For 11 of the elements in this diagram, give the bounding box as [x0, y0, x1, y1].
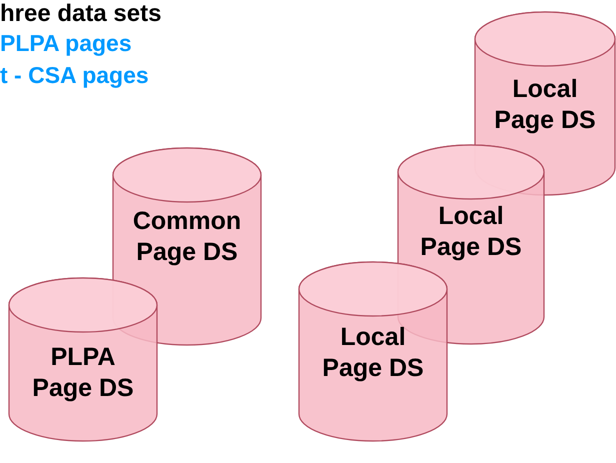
cylinder-label: Local Page DS	[321, 322, 425, 384]
database-cylinder	[112, 148, 262, 346]
cylinder-label: Local Page DS	[493, 74, 597, 136]
heading-text: hree data sets	[0, 0, 162, 28]
database-cylinder	[298, 262, 448, 442]
cylinder-label: Common Page DS	[132, 206, 242, 268]
cylinder-label: Local Page DS	[419, 201, 523, 263]
database-cylinder	[8, 278, 158, 442]
heading-text: t - CSA pages	[0, 62, 149, 89]
heading-text: PLPA pages	[0, 30, 132, 57]
cylinder-label: PLPA Page DS	[31, 342, 135, 404]
